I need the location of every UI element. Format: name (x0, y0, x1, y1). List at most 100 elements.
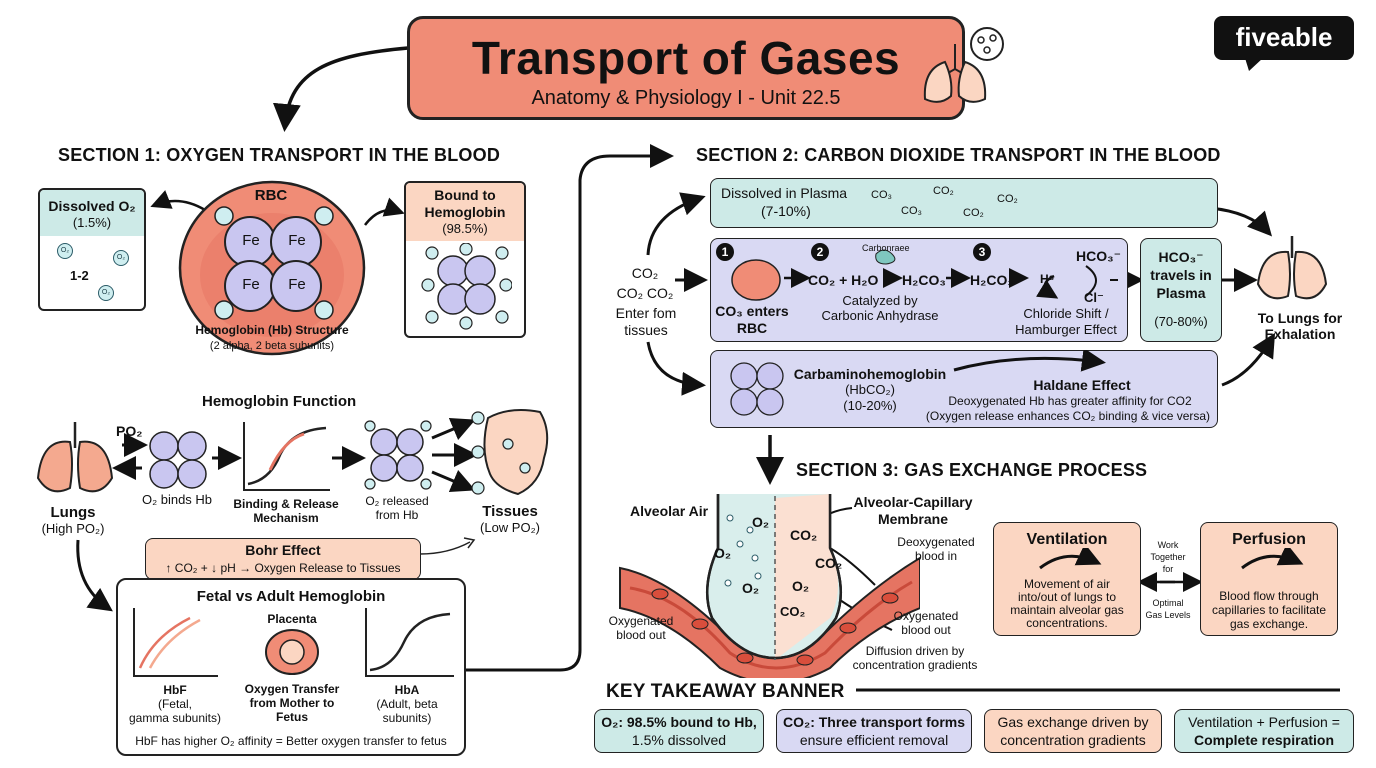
co2-particle: CO₃ (871, 189, 892, 201)
transfer-label3: Fetus (275, 710, 308, 724)
oxy-left-label2: blood out (616, 628, 666, 642)
bicarbonate-box (710, 238, 1128, 342)
carbamino-hemoglobin-icon (730, 362, 784, 416)
fe-label: Fe (288, 232, 306, 249)
dissolved-o2-box: Dissolved O₂ (1.5%) 1-2 (38, 188, 146, 311)
step1-number: 1 (721, 245, 729, 259)
perfusion-title: Perfusion (1232, 531, 1306, 548)
ventilation-title: Ventilation (1026, 531, 1108, 548)
ventilation-text: Movement of air (1023, 577, 1111, 591)
hb-function-title: Hemoglobin Function (202, 393, 357, 410)
travels-line2: travels in (1150, 267, 1212, 283)
enter-label2: tissues (624, 322, 668, 338)
oxy-out-label1: Oxygenated (893, 609, 959, 623)
page-title: Transport of Gases (471, 32, 901, 84)
ventilation-text: into/out of lungs to (1017, 590, 1117, 604)
page-subtitle: Anatomy & Physiology I - Unit 22.5 (531, 87, 841, 109)
hco3-plasma-box: HCO₃⁻ travels in Plasma (70-80%) (1140, 238, 1222, 342)
dissociation-curve-icon (243, 422, 330, 491)
catalyzed-label1: Catalyzed by (842, 293, 918, 308)
fe-label: Fe (242, 276, 260, 293)
takeaway-item: O₂: 98.5% bound to Hb, 1.5% dissolved (594, 709, 764, 753)
takeaway-item: CO₂: Three transport forms ensure effici… (776, 709, 972, 753)
alveolar-air-label: Alveolar Air (630, 503, 709, 519)
bound-title2: Hemoglobin (424, 204, 506, 220)
o2-released-label1: O₂ released (365, 494, 429, 508)
transfer-label1: Oxygen Transfer (244, 682, 340, 696)
ventilation-arrow-icon (1039, 548, 1102, 570)
fiveable-logo[interactable]: fiveable (1214, 16, 1354, 60)
fe-label: Fe (242, 232, 260, 249)
o2-label-capillary: O₂ (792, 578, 810, 594)
transfer-label2: from Mother to (249, 696, 335, 710)
dissolved-plasma-box: Dissolved in Plasma (7-10%) CO₃ CO₂ CO₃ … (710, 178, 1218, 228)
takeaway-text: ensure efficient removal (799, 732, 949, 748)
enzyme-label: Carbonraee (862, 243, 910, 253)
co2-particle: CO₂ (933, 185, 954, 197)
lungs-sublabel: (High PO₂) (41, 521, 105, 536)
plasma-percent: (7-10%) (761, 203, 811, 219)
travels-percent: (70-80%) (1154, 314, 1208, 329)
lungs-network-icon (923, 27, 1004, 103)
travels-line1: HCO₃⁻ (1158, 249, 1204, 265)
takeaway-text: concentration gradients (1000, 732, 1146, 748)
carbamino-percent: (10-20%) (843, 398, 897, 413)
oxy-left-label1: Oxygenated (608, 614, 674, 628)
hbf-label2: (Fetal, (157, 697, 192, 711)
bohr-effect-callout: Bohr Effect ↑ CO₂ + ↓ pH → Oxygen Releas… (145, 538, 421, 580)
title-banner: Transport of Gases Anatomy & Physiology … (407, 16, 965, 120)
o2-molecule-icon: O₂ (98, 285, 114, 301)
haldane-arrow-icon (953, 350, 1106, 372)
haldane-line2: (Oxygen release enhances CO₂ binding & v… (925, 409, 1211, 423)
travels-line3: Plasma (1156, 285, 1206, 301)
o2-binds-label: O₂ binds Hb (141, 492, 213, 507)
takeaway-text: Complete respiration (1193, 732, 1335, 748)
together-text: Work (1157, 540, 1179, 550)
chloride-ion: Cl⁻ (1084, 290, 1104, 305)
exhalation-lungs-icon (1256, 236, 1328, 300)
tissues-label: Tissues (482, 503, 538, 520)
haldane-title: Haldane Effect (1033, 377, 1131, 393)
co2-label-alveolus: CO₂ (790, 527, 818, 543)
bound-title1: Bound to (434, 187, 496, 203)
co2-label-alveolus: CO₂ (815, 555, 843, 571)
takeaway-text: Ventilation + Perfusion = (1188, 714, 1340, 730)
exhale-label1: To Lungs for (1257, 310, 1343, 326)
bound-percent: (98.5%) (442, 221, 488, 236)
together-text: Optimal (1152, 598, 1184, 608)
mechanism-label1: Binding & Release (233, 497, 339, 511)
dissolved-note: 1-2 (70, 268, 89, 283)
hba-label3: subunits) (382, 711, 432, 725)
hba-label1: HbA (394, 683, 420, 697)
equation-b: H₂CO₃ (902, 272, 946, 288)
takeaway-text: CO₂: Three transport forms (782, 714, 966, 730)
enter-label1: Enter fom (615, 305, 677, 321)
rbc-label: RBC (254, 187, 288, 204)
diffusion-label2: concentration gradients (852, 658, 978, 672)
takeaway-text: Gas exchange driven by (997, 714, 1149, 730)
oxy-out-label2: blood out (901, 623, 951, 637)
hemoglobin-icon (149, 431, 207, 489)
exhale-label2: Exhalation (1264, 326, 1336, 342)
chloride-shift-label2: Hamburger Effect (1015, 322, 1117, 337)
po2-label: PO₂ (116, 423, 143, 439)
o2-label-alveolus: O₂ (714, 545, 732, 561)
hbf-label1: HbF (163, 683, 187, 697)
perfusion-arrow-icon (1241, 548, 1304, 570)
o2-label-alveolus: O₂ (752, 514, 770, 530)
takeaway-item: Gas exchange driven by concentration gra… (984, 709, 1162, 753)
takeaway-heading: KEY TAKEAWAY BANNER (606, 681, 845, 702)
o2-label-alveolus: O₂ (742, 580, 760, 596)
co2-particle: CO₂ (997, 193, 1018, 205)
dissolved-title: Dissolved O₂ (48, 198, 136, 214)
hemoglobin-bound-icon (421, 243, 512, 330)
perfusion-box: Perfusion Blood flow through capillaries… (1200, 522, 1338, 636)
o2-released-label2: from Hb (375, 508, 419, 522)
step2-number: 2 (816, 245, 824, 259)
carbamino-title2: (HbCO₂) (845, 382, 895, 397)
mechanism-label2: Mechanism (253, 511, 319, 525)
lungs-icon (36, 422, 114, 493)
section2-heading: SECTION 2: CARBON DIOXIDE TRANSPORT IN T… (696, 145, 1221, 165)
hb-structure-caption: Hemoglobin (Hb) Structure (195, 323, 349, 337)
perfusion-text: Blood flow through (1219, 589, 1319, 603)
